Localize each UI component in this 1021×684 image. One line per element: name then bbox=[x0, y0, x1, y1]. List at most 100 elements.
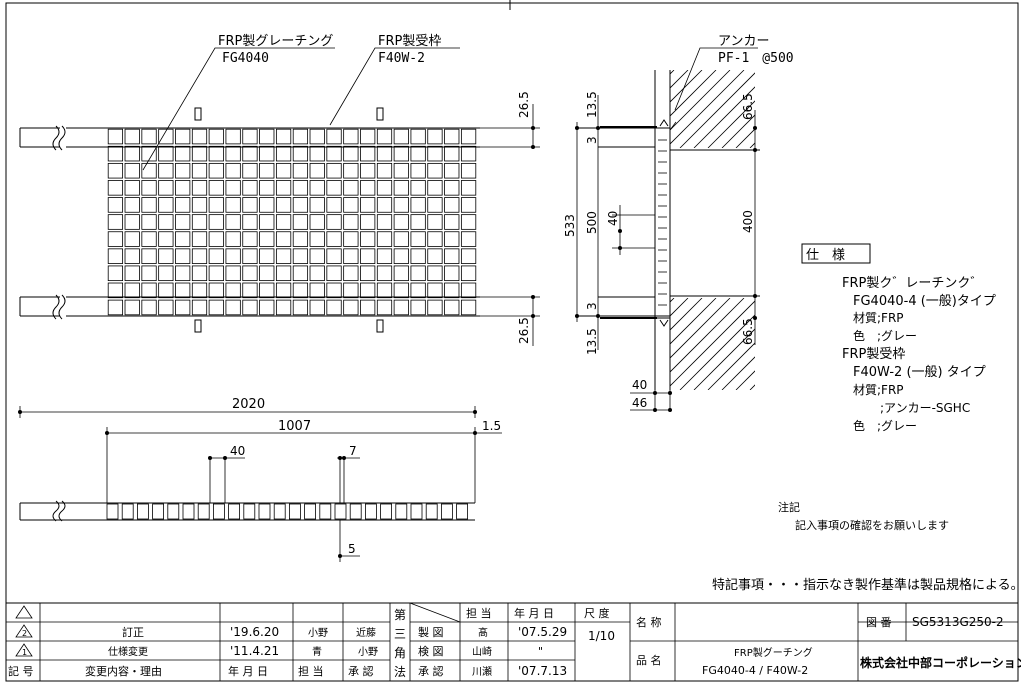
grating-cell bbox=[427, 248, 443, 264]
grating-cell bbox=[292, 180, 309, 196]
seizu-by: 髙 bbox=[478, 626, 488, 639]
grating-cell bbox=[275, 231, 292, 247]
side-bar bbox=[288, 503, 301, 520]
side-bar bbox=[212, 503, 225, 520]
side-bar bbox=[425, 503, 438, 520]
dim-26-5-top: 26.5 bbox=[517, 91, 531, 118]
grating-cell bbox=[460, 299, 477, 316]
grating-cell bbox=[444, 162, 460, 179]
grating-label: FRP製グレーチング bbox=[218, 34, 333, 49]
grating-cell bbox=[225, 265, 241, 282]
grating-cell bbox=[107, 231, 124, 247]
grating-cell bbox=[376, 197, 393, 213]
col-date: 年 月 日 bbox=[514, 606, 554, 620]
grating-cell bbox=[410, 180, 426, 196]
hdr-mark: 記 号 bbox=[8, 664, 34, 678]
rev2-date: '19.6.20 bbox=[230, 625, 279, 639]
note-title: 注記 bbox=[778, 500, 800, 514]
grating-cell bbox=[376, 128, 393, 145]
hdr-date: 年 月 日 bbox=[228, 664, 268, 678]
side-bar bbox=[258, 503, 271, 520]
anchor-spec: PF-1 @500 bbox=[718, 51, 794, 66]
grating-cell bbox=[208, 231, 224, 247]
row-seizu: 製 図 bbox=[418, 625, 444, 639]
grating-cell bbox=[158, 248, 174, 264]
dim-3-bottom: 3 bbox=[585, 302, 599, 310]
grating-cell bbox=[191, 231, 208, 247]
grating-cell bbox=[191, 162, 208, 179]
special-note: 特記事項・・・指示なき製作基準は製品規格による。 bbox=[712, 577, 1021, 593]
grating-cell bbox=[376, 145, 393, 162]
grating-cell bbox=[360, 214, 376, 230]
grating-cell bbox=[309, 265, 325, 282]
grating-cell bbox=[326, 128, 342, 145]
angle-4: 法 bbox=[394, 665, 406, 679]
spec-title-box bbox=[801, 243, 871, 264]
rev2-desc: 訂正 bbox=[122, 625, 144, 639]
rev2-appr: 近藤 bbox=[356, 626, 376, 639]
kenzu-by: 山崎 bbox=[472, 645, 492, 658]
grating-rib-section bbox=[658, 139, 667, 306]
grating-cell bbox=[309, 145, 325, 162]
grating-cell bbox=[107, 299, 124, 316]
dim-5: 5 bbox=[348, 542, 356, 556]
grating-cell bbox=[242, 162, 258, 179]
grating-cell bbox=[292, 197, 309, 213]
grating-cell bbox=[326, 145, 342, 162]
grating-cell bbox=[242, 145, 258, 162]
grating-cell bbox=[175, 180, 191, 196]
grating-cell bbox=[158, 180, 174, 196]
grating-cell bbox=[225, 231, 241, 247]
side-bar bbox=[456, 503, 469, 520]
hinmei-line1: FRP製グーチング bbox=[734, 646, 813, 659]
grating-cell bbox=[444, 214, 460, 230]
grating-cell bbox=[107, 214, 124, 230]
grating-cell bbox=[107, 180, 124, 196]
grating-cell bbox=[444, 299, 460, 316]
grating-cell bbox=[444, 282, 460, 299]
grating-cell bbox=[460, 214, 477, 230]
col-tantou: 担 当 bbox=[466, 606, 492, 620]
grating-cell bbox=[275, 282, 292, 299]
side-bar bbox=[380, 503, 393, 520]
side-bar bbox=[349, 503, 362, 520]
grating-cell bbox=[208, 248, 224, 264]
grating-cell bbox=[360, 248, 376, 264]
grating-cell bbox=[124, 231, 140, 247]
grating-cell bbox=[259, 214, 275, 230]
spec-title: 仕 様 bbox=[806, 248, 845, 263]
grating-cell bbox=[427, 231, 443, 247]
grating-cell bbox=[225, 162, 241, 179]
grating-cell bbox=[242, 214, 258, 230]
grating-cell bbox=[208, 197, 224, 213]
grating-cell bbox=[292, 128, 309, 145]
row-shounin: 承 認 bbox=[418, 664, 444, 678]
zuban-label: 図 番 bbox=[866, 616, 892, 629]
grating-cell bbox=[158, 282, 174, 299]
dim-40-inner: 40 bbox=[606, 211, 620, 226]
grating-cell bbox=[208, 128, 224, 145]
grating-cell bbox=[326, 282, 342, 299]
dim-13-5-top: 13.5 bbox=[585, 91, 599, 118]
plan-view bbox=[19, 47, 540, 346]
grating-cell bbox=[460, 282, 477, 299]
spec-line6: F40W-2 (一般) タイプ bbox=[853, 364, 986, 380]
grating-cell bbox=[393, 128, 409, 145]
grating-cell bbox=[326, 248, 342, 264]
side-bar bbox=[152, 503, 165, 520]
scale-value: 1/10 bbox=[588, 629, 615, 643]
grating-cell bbox=[259, 180, 275, 196]
grating-cell bbox=[107, 248, 124, 264]
side-bar bbox=[440, 503, 453, 520]
grating-cell bbox=[460, 145, 477, 162]
dim-1-5: 1.5 bbox=[482, 419, 501, 433]
side-bar bbox=[136, 503, 149, 520]
grating-cell bbox=[444, 180, 460, 196]
spec-line7: 材質;FRP bbox=[853, 382, 904, 397]
grating-cell bbox=[242, 265, 258, 282]
grating-cell bbox=[343, 282, 359, 299]
grating-cell bbox=[259, 145, 275, 162]
grating-cell bbox=[175, 162, 191, 179]
grating-cell bbox=[427, 145, 443, 162]
grating-cell bbox=[444, 231, 460, 247]
